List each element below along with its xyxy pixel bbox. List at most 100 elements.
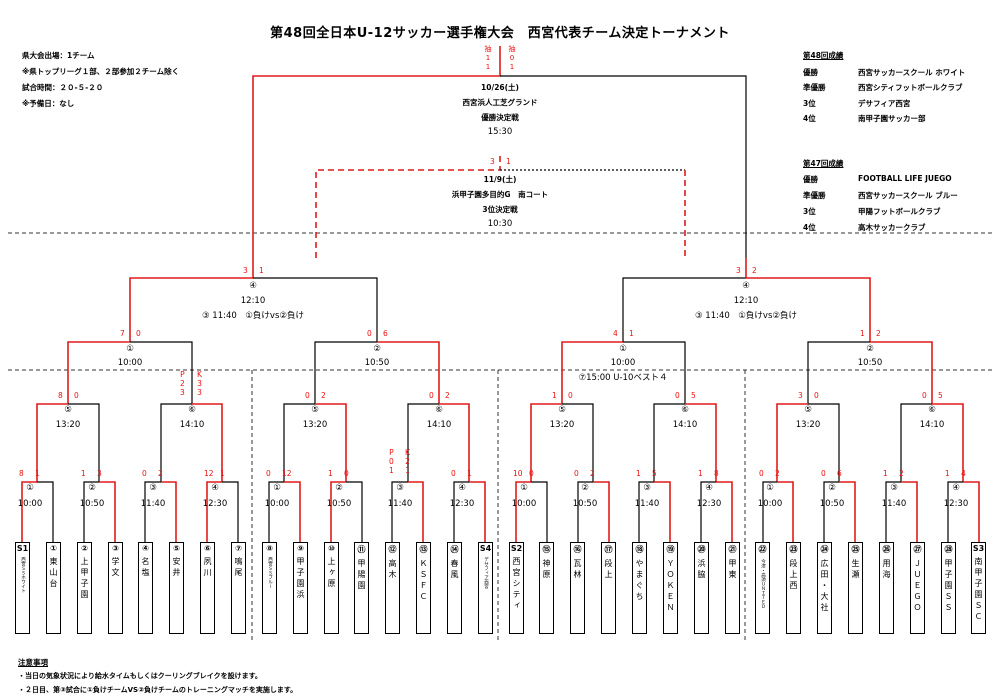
team-number: S4 [479,544,492,553]
bracket-line [192,403,223,482]
match-time: 10:50 [326,499,352,509]
third-name: 3位決定戦 [482,205,518,214]
team-name: 高木 [388,559,397,581]
bracket-line [314,341,377,404]
result-rank: 優勝 [803,175,818,184]
score: 1 [506,157,511,166]
note-line: ※予備日：なし [22,99,75,108]
score: 2 [321,391,326,400]
match-number: ③ [149,483,157,493]
team-number: ㉗ [913,545,922,554]
bracket-line [391,481,408,542]
team-name: 段上 [604,559,613,581]
result-rank: 4位 [803,223,816,232]
team-number: ③ [112,544,119,553]
bracket-line [901,481,918,542]
team-number: ⑰ [604,545,613,554]
score: 2 [899,469,904,478]
bracket-line [83,481,99,542]
match-time: 10:50 [857,358,883,368]
bracket-line [577,481,593,542]
score: 0 [305,391,310,400]
note-line: 試合時間：２０-５-２０ [22,83,104,92]
match-number: ① [26,483,34,493]
team-name: 広田・大社 [820,559,829,614]
team-name: 瓦林 [573,559,582,581]
bracket-line [129,258,254,342]
team-name: 浜脇 [697,559,706,581]
match-time: 10:00 [264,499,290,509]
team-name: 上ヶ原 [327,557,336,590]
bracket-line [161,481,177,542]
match-time: 10:00 [610,358,636,368]
team-name: 東山台 [49,557,58,590]
note-line: 県大会出場：1チーム [22,51,95,60]
match-number: ③ [890,483,898,493]
score: 0 [821,469,826,478]
match-number: ① [273,483,281,493]
score: 0 [922,391,927,400]
score: K 3 3 [197,370,202,397]
bracket-line [268,481,284,542]
score: 0 [344,469,349,478]
score: 2 [445,391,450,400]
bracket-line [623,341,686,404]
team-number: ② [81,544,88,553]
score: 2 [590,469,595,478]
team-number: ⑭ [450,545,459,554]
result-team: デサフィア西宮 [858,99,911,108]
team-number: ⑮ [542,545,551,554]
match-number: ④ [705,483,713,493]
match-note: ③ 11:40 ①負けvs②負け [694,311,798,321]
team-name: 春風 [450,559,459,581]
team-number: ⑬ [419,545,428,554]
bracket-line [593,481,610,542]
team-name: 生瀬 [851,559,860,581]
match-time: 10:00 [17,499,43,509]
bracket-line [469,481,486,542]
score: 0 [136,329,141,338]
score: 0 [574,469,579,478]
score: 5 [938,391,943,400]
match-number: ② [335,483,343,493]
team-name: 学文 [111,557,120,579]
bracket-line [716,481,733,542]
score: 7 [120,329,125,338]
match-time: 12:30 [449,499,475,509]
bracket-line [206,481,222,542]
team-number: ⑲ [666,545,675,554]
bracket-line [515,481,531,542]
match-time: 12:30 [202,499,228,509]
match-time: 10:50 [819,499,845,509]
score: 1 [81,469,86,478]
team-name: 名塩 [141,557,150,579]
match-time: 12:30 [943,499,969,509]
pk-right: 抽 0 1 [508,45,516,71]
score: 1 [467,469,472,478]
page-title: 第48回全日本U-12サッカー選手権大会 西宮代表チーム決定トーナメント [270,26,730,41]
team-number: ⑳ [697,545,706,554]
result-rank: 準優勝 [803,191,826,200]
score: 0 [568,391,573,400]
team-number: ⑫ [388,545,397,554]
score: 2 [775,469,780,478]
match-number: ⑥ [435,405,443,415]
bracket-line [36,403,68,482]
match-time: 12:10 [733,296,759,306]
bracket-line [253,277,378,342]
bracket-line [562,403,594,482]
bracket-line [561,341,623,404]
